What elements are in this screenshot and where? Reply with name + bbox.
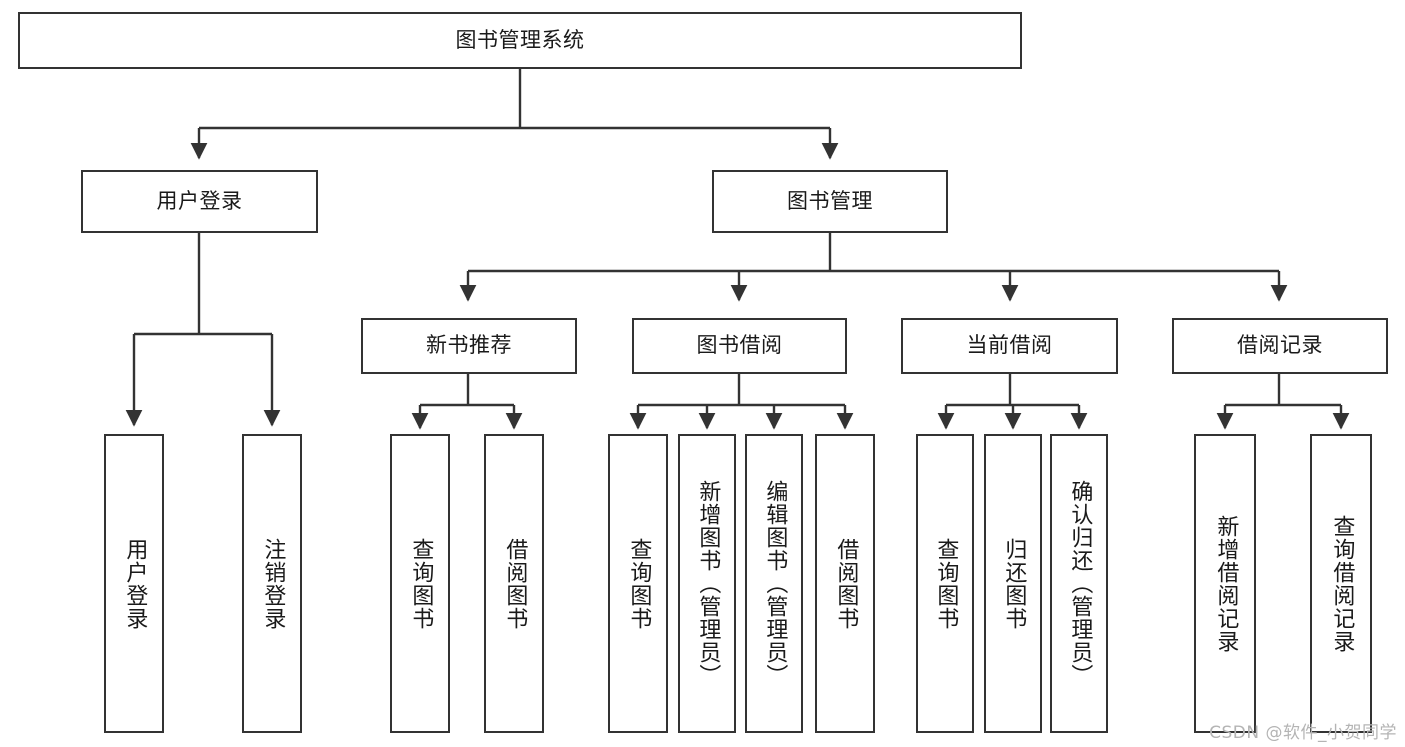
leaf-new-book-borrow-label: 借阅图书 [502,537,528,630]
leaf-current-confirm-return-label: 确认归还（管理员） [1067,480,1093,687]
leaf-borrow-borrow-book[interactable]: 借阅图书 [815,434,875,733]
leaf-borrow-query-label: 查询图书 [626,537,652,630]
leaf-borrow-add-book-label: 新增图书（管理员） [695,480,721,687]
node-new-book-recommend-label: 新书推荐 [426,333,512,358]
leaf-borrow-borrow-book-label: 借阅图书 [833,537,859,630]
node-book-management[interactable]: 图书管理 [712,170,948,233]
leaf-current-confirm-return[interactable]: 确认归还（管理员） [1050,434,1108,733]
leaf-user-login-signin[interactable]: 用户登录 [104,434,164,733]
leaf-record-query[interactable]: 查询借阅记录 [1310,434,1372,733]
leaf-current-query-label: 查询图书 [933,537,959,630]
leaf-user-login-logout-label: 注销登录 [260,537,286,630]
node-user-login[interactable]: 用户登录 [81,170,318,233]
leaf-borrow-edit-book[interactable]: 编辑图书（管理员） [745,434,803,733]
leaf-record-query-label: 查询借阅记录 [1329,514,1355,653]
node-new-book-recommend[interactable]: 新书推荐 [361,318,577,374]
leaf-new-book-query[interactable]: 查询图书 [390,434,450,733]
leaf-record-add[interactable]: 新增借阅记录 [1194,434,1256,733]
leaf-current-query[interactable]: 查询图书 [916,434,974,733]
leaf-borrow-add-book[interactable]: 新增图书（管理员） [678,434,736,733]
node-book-borrow[interactable]: 图书借阅 [632,318,847,374]
node-borrow-record[interactable]: 借阅记录 [1172,318,1388,374]
node-user-login-label: 用户登录 [156,188,243,213]
node-book-management-label: 图书管理 [787,188,873,213]
watermark-text: CSDN @软件_小贺同学 [1209,723,1397,743]
leaf-user-login-signin-label: 用户登录 [122,537,148,630]
leaf-new-book-query-label: 查询图书 [408,537,434,630]
node-root[interactable]: 图书管理系统 [18,12,1022,69]
leaf-record-add-label: 新增借阅记录 [1213,514,1239,653]
leaf-user-login-logout[interactable]: 注销登录 [242,434,302,733]
node-current-borrow-label: 当前借阅 [966,333,1053,358]
leaf-new-book-borrow[interactable]: 借阅图书 [484,434,544,733]
node-borrow-record-label: 借阅记录 [1237,333,1323,358]
leaf-borrow-query[interactable]: 查询图书 [608,434,668,733]
node-book-borrow-label: 图书借阅 [696,333,783,358]
leaf-current-return[interactable]: 归还图书 [984,434,1042,733]
leaf-borrow-edit-book-label: 编辑图书（管理员） [762,480,788,687]
node-current-borrow[interactable]: 当前借阅 [901,318,1118,374]
leaf-current-return-label: 归还图书 [1001,537,1027,630]
node-root-label: 图书管理系统 [455,27,585,52]
